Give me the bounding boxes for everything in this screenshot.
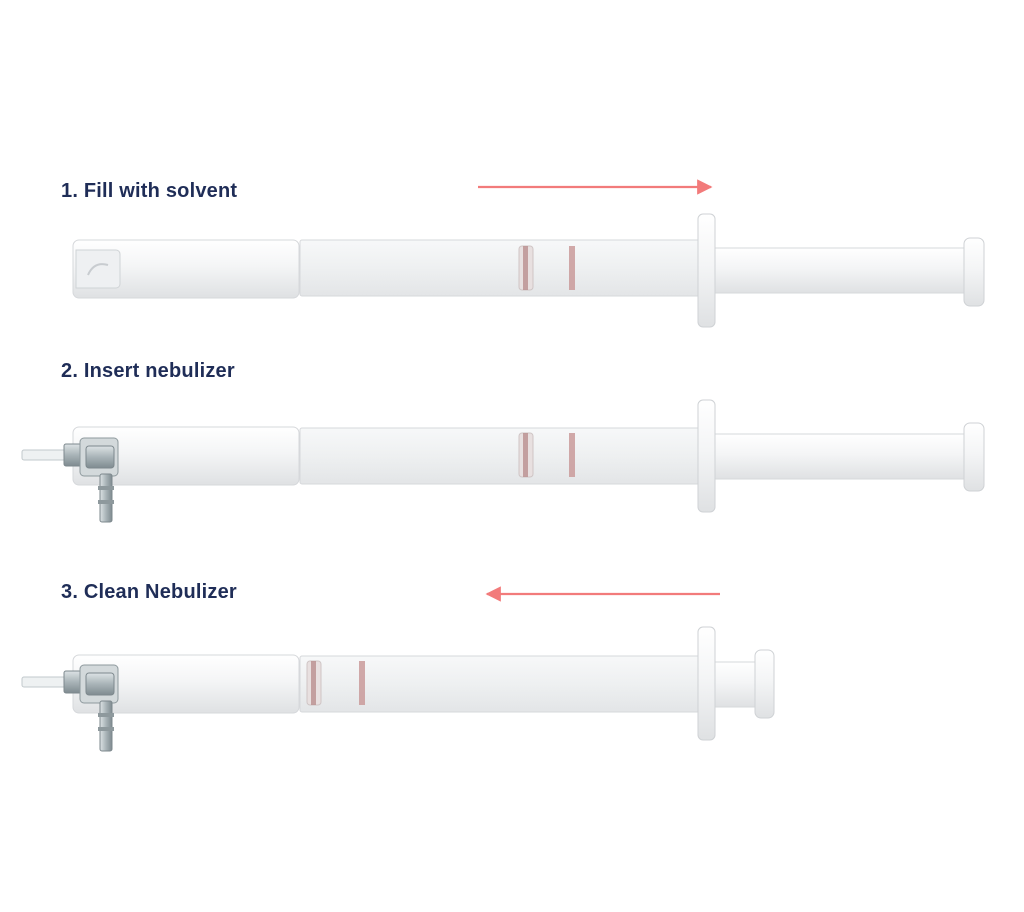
step-1-syringe <box>72 213 985 328</box>
step-2-label: 2. Insert nebulizer <box>61 360 235 382</box>
step-3-syringe <box>72 626 775 741</box>
step-3-nebulizer <box>21 664 119 752</box>
step-1-label: 1. Fill with solvent <box>61 180 238 202</box>
step-2-nebulizer <box>21 437 119 523</box>
step-3-label: 3. Clean Nebulizer <box>61 581 237 603</box>
step-2-syringe <box>72 399 985 513</box>
